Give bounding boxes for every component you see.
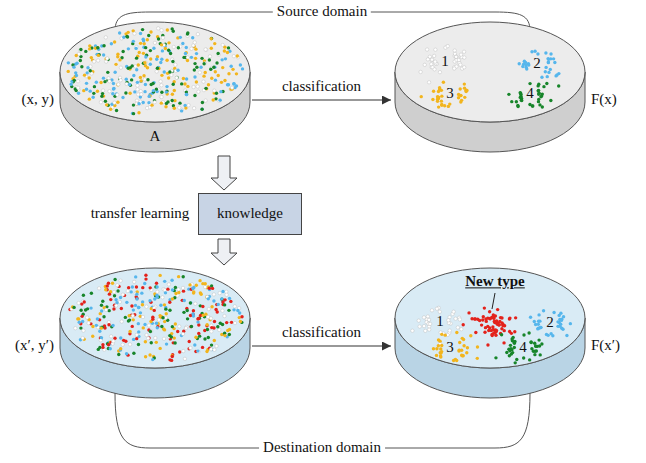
cluster-number: 1 <box>436 313 444 330</box>
cluster-number: 4 <box>526 85 534 102</box>
process-box: knowledge <box>198 193 302 235</box>
function-label: F(x′) <box>591 337 620 354</box>
edge-label: classification <box>282 78 361 95</box>
domain-variable: (x′, y′) <box>15 337 54 354</box>
edge-label: classification <box>282 324 361 341</box>
cluster-number: 2 <box>546 314 554 331</box>
domain-variable: (x, y) <box>22 91 55 108</box>
flow-arrow <box>252 345 391 346</box>
disk-shape <box>60 268 250 398</box>
domain-title: Destination domain <box>259 439 385 456</box>
dataset-disk: F(x)1234 <box>395 22 585 152</box>
transfer-arrow <box>211 156 237 190</box>
cluster-number: 4 <box>519 339 527 356</box>
flow-arrow <box>252 99 391 100</box>
dataset-label: A <box>150 128 161 145</box>
leader-line <box>492 293 495 309</box>
new-type-callout: New type <box>465 273 525 290</box>
cluster-number: 2 <box>533 55 541 72</box>
process-note: transfer learning <box>91 205 190 222</box>
function-label: F(x) <box>591 91 617 108</box>
cluster-number: 3 <box>446 339 454 356</box>
cluster-number: 3 <box>446 85 454 102</box>
disk-shape <box>395 22 585 152</box>
domain-title: Source domain <box>273 3 371 20</box>
transfer-arrow <box>211 239 237 265</box>
dataset-disk: (x, y)A <box>60 22 250 152</box>
cluster-number: 1 <box>441 53 449 70</box>
dataset-disk: (x′, y′) <box>60 268 250 398</box>
dataset-disk: F(x′)1New type234 <box>395 268 585 398</box>
process-label: knowledge <box>217 205 283 222</box>
